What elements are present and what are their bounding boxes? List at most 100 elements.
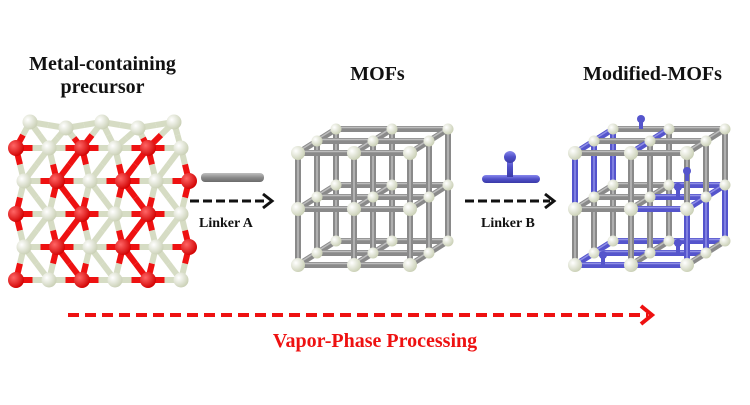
framework-node [644, 191, 656, 203]
metal-atom [115, 173, 131, 189]
framework-node [347, 146, 361, 160]
metal-atom [140, 206, 156, 222]
framework-node [624, 146, 638, 160]
framework-node [588, 247, 600, 259]
metal-atom [74, 206, 90, 222]
metal-atom [49, 173, 65, 189]
framework-node [291, 202, 305, 216]
framework-node [663, 179, 675, 191]
modifier-head [674, 183, 682, 191]
metal-atom [74, 272, 90, 288]
step-arrow-a [190, 192, 275, 210]
mofs-title: MOFs [350, 63, 405, 85]
metal-atom [8, 206, 24, 222]
framework-node [719, 235, 731, 247]
oxygen-atom [173, 206, 189, 222]
framework-node [403, 146, 417, 160]
framework-node [311, 135, 323, 147]
metal-atom [181, 239, 197, 255]
framework-node [386, 179, 398, 191]
oxygen-atom [41, 206, 57, 222]
oxygen-atom [94, 114, 110, 130]
framework-node [423, 247, 435, 259]
oxygen-atom [16, 239, 32, 255]
framework-node [291, 146, 305, 160]
framework-node [644, 135, 656, 147]
framework-node [330, 235, 342, 247]
framework-node [680, 258, 694, 272]
framework-node [719, 123, 731, 135]
framework-node [644, 247, 656, 259]
framework-node [311, 247, 323, 259]
oxygen-atom [41, 272, 57, 288]
framework-node [423, 135, 435, 147]
framework-node [719, 179, 731, 191]
framework-node [700, 247, 712, 259]
oxygen-atom [107, 272, 123, 288]
oxygen-atom [16, 173, 32, 189]
modifier-head [637, 115, 645, 123]
framework-node [386, 235, 398, 247]
framework-node [403, 202, 417, 216]
modifier-head [599, 251, 607, 259]
oxygen-atom [148, 239, 164, 255]
framework-node [568, 258, 582, 272]
metal-atom [8, 140, 24, 156]
oxygen-atom [173, 140, 189, 156]
step-arrow-b [465, 192, 557, 210]
framework-node [663, 235, 675, 247]
oxygen-atom [148, 173, 164, 189]
precursor-lattice [8, 114, 197, 288]
oxygen-atom [173, 272, 189, 288]
metal-atom [74, 140, 90, 156]
linker-a-label: Linker A [199, 216, 253, 231]
framework-node [367, 135, 379, 147]
framework-node [367, 247, 379, 259]
framework-node [624, 202, 638, 216]
oxygen-atom [82, 173, 98, 189]
linker-a-rod-icon [201, 173, 264, 182]
framework-node [607, 179, 619, 191]
framework-node [442, 179, 454, 191]
framework-node [568, 146, 582, 160]
modifier-head [674, 239, 682, 247]
modifier-head [683, 167, 691, 175]
metal-atom [181, 173, 197, 189]
framework-node [607, 123, 619, 135]
framework-node [680, 146, 694, 160]
framework-node [442, 235, 454, 247]
metal-atom [140, 140, 156, 156]
framework-node [423, 191, 435, 203]
oxygen-atom [58, 120, 74, 136]
framework-node [663, 123, 675, 135]
linker-b-t-shaped-icon [482, 151, 540, 183]
framework-node [607, 235, 619, 247]
framework-node [291, 258, 305, 272]
metal-atom [115, 239, 131, 255]
vapor-phase-label: Vapor-Phase Processing [272, 330, 478, 352]
metal-atom [49, 239, 65, 255]
framework-node [367, 191, 379, 203]
framework-node [700, 191, 712, 203]
metal-atom [140, 272, 156, 288]
metal-atom [8, 272, 24, 288]
oxygen-atom [107, 140, 123, 156]
framework-node [680, 202, 694, 216]
framework-node [330, 123, 342, 135]
framework-node [588, 135, 600, 147]
framework-node [568, 202, 582, 216]
framework-node [330, 179, 342, 191]
oxygen-atom [166, 114, 182, 130]
framework-node [311, 191, 323, 203]
linker-b-label: Linker B [481, 216, 535, 231]
framework-node [442, 123, 454, 135]
vapor-phase-arrow [68, 304, 656, 326]
framework-node [403, 258, 417, 272]
oxygen-atom [41, 140, 57, 156]
precursor-title-line1: Metal-containing [29, 53, 176, 75]
framework-node [347, 258, 361, 272]
oxygen-atom [130, 120, 146, 136]
modified-mof-framework [568, 115, 731, 272]
framework-node [347, 202, 361, 216]
